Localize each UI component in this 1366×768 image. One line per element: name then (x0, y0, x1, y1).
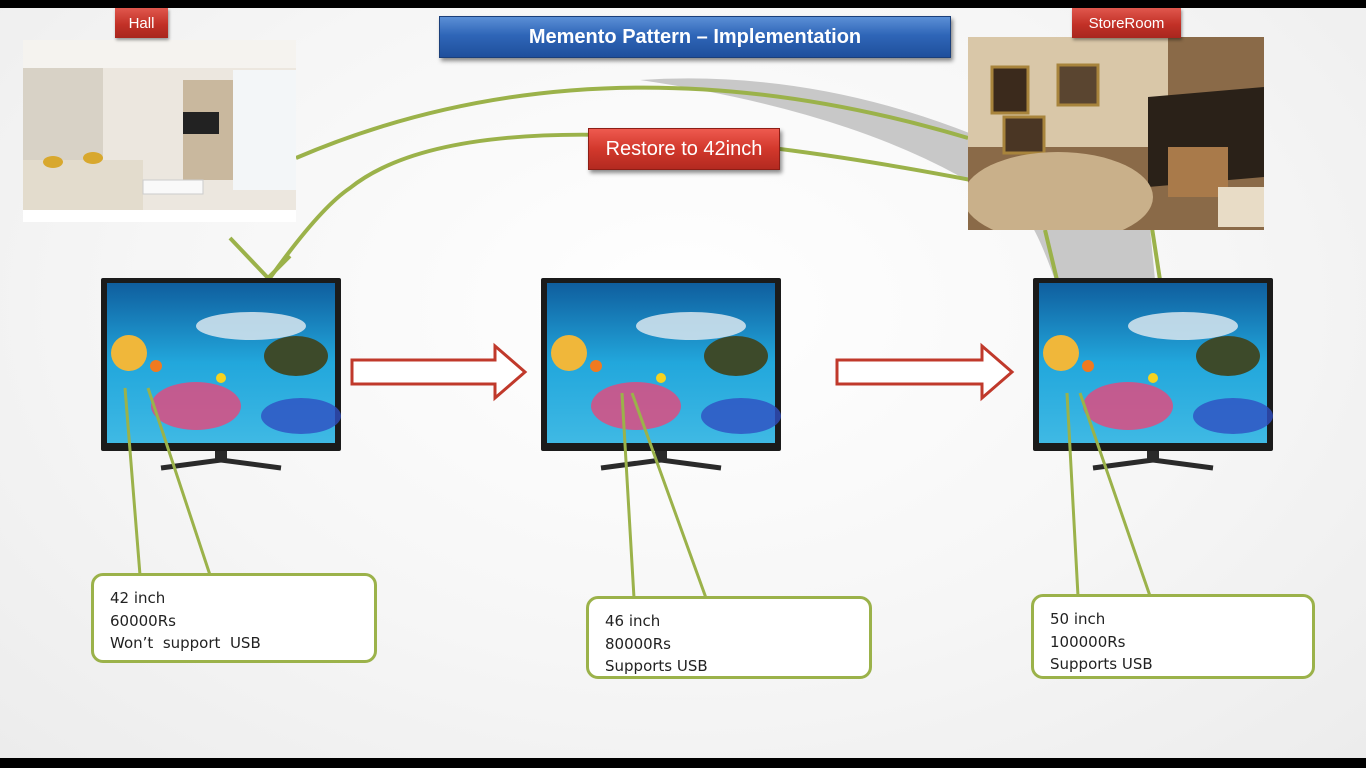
right-arrow-icon (835, 342, 1015, 402)
restore-button[interactable]: Restore to 42inch (588, 128, 780, 170)
arc-inner (268, 132, 1151, 280)
hall-tag: Hall (115, 8, 168, 38)
arc-outer (295, 85, 969, 160)
tv-usb: Won’t support USB (110, 634, 261, 652)
tv-price: 80000Rs (605, 634, 671, 653)
tv-size: 42 inch (110, 589, 166, 607)
tv-2-icon (541, 278, 781, 468)
arc-connector (228, 236, 292, 281)
tv-size: 50 inch (1050, 610, 1106, 628)
page-title: Memento Pattern – Implementation (439, 16, 951, 58)
callout-line-1 (123, 387, 212, 576)
hall-photo (23, 40, 296, 222)
right-arrow-icon (350, 342, 528, 402)
tv-size: 46 inch (605, 612, 661, 630)
tv-1-icon (101, 278, 341, 468)
tv-info-box-1: 42 inch 60000Rs Won’t support USB (91, 573, 377, 663)
tv-info-box-3: 50 inch 100000Rs Supports USB (1031, 594, 1315, 679)
callout-line-3 (1065, 392, 1152, 597)
tv-usb: Supports USB (1050, 655, 1153, 673)
tv-price: 60000Rs (110, 611, 176, 630)
tv-usb: Supports USB (605, 657, 708, 675)
tv-price: 100000Rs (1050, 632, 1126, 651)
callout-line-2 (620, 392, 708, 599)
tv-info-box-2: 46 inch 80000Rs Supports USB (586, 596, 872, 679)
storeroom-tag: StoreRoom (1072, 8, 1181, 38)
slide: Hall StoreRoom Memento Pattern – Impleme… (0, 8, 1366, 758)
storeroom-photo (968, 37, 1264, 230)
